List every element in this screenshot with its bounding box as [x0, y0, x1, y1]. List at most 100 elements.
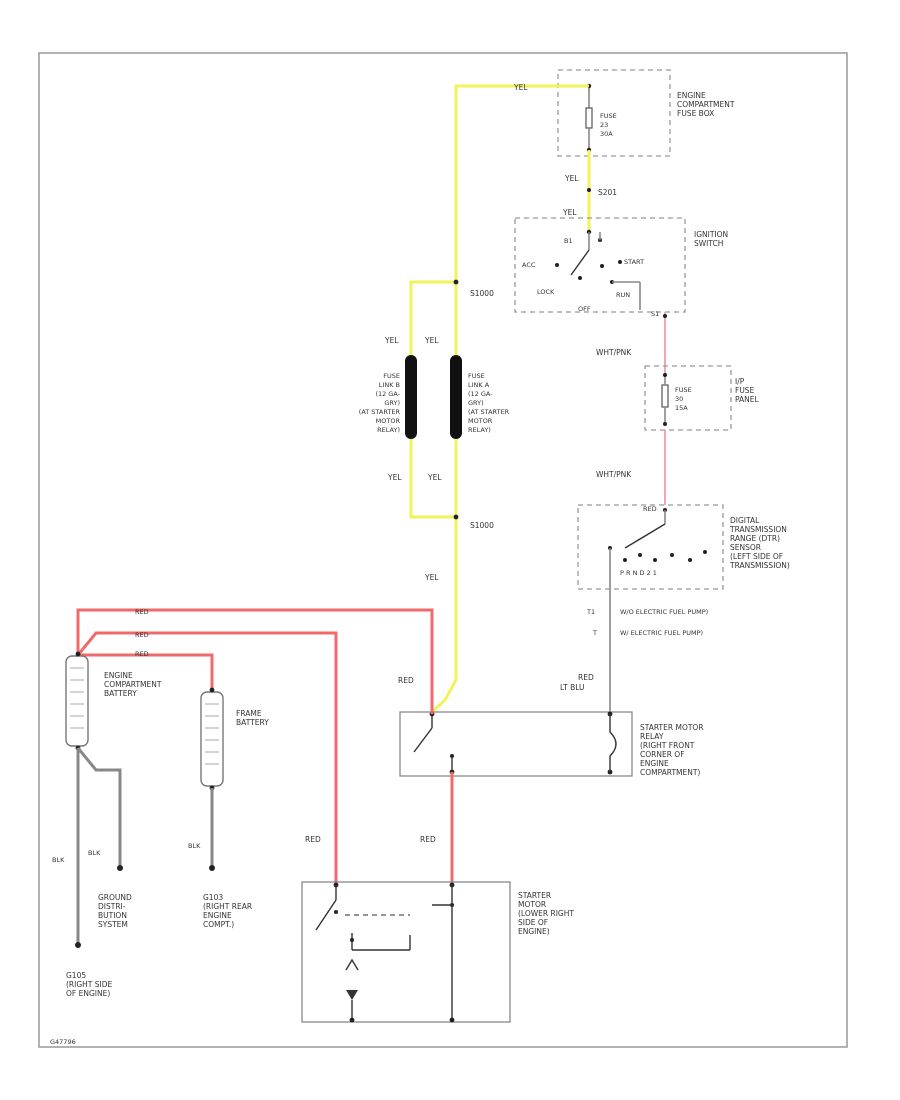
ign-acc-label: ACC — [522, 261, 536, 269]
engine-batt-2: BATTERY — [104, 689, 137, 698]
ign-start-label: START — [624, 258, 644, 266]
fuse-link-a-4: (AT STARTER — [468, 408, 510, 416]
red-wire-battery-to-starter — [76, 631, 338, 885]
red-mid-label: RED — [420, 835, 436, 844]
ign-lock-label: LOCK — [537, 288, 555, 296]
frame-batt-0: FRAME — [236, 709, 262, 718]
fuse-box-title-2: FUSE BOX — [677, 109, 714, 118]
red-lt-blu-1: LT BLU — [560, 683, 585, 692]
fuel-pump-note-1: W/O ELECTRIC FUEL PUMP) — [620, 608, 708, 616]
ground-dist-0: GROUND — [98, 893, 132, 902]
frame-batt-1: BATTERY — [236, 718, 269, 727]
dtr-title-3: SENSOR — [730, 543, 761, 552]
yel-b-label: YEL — [562, 208, 577, 217]
yel-fl1-label: YEL — [384, 336, 399, 345]
fuel-pump-note-2: W/ ELECTRIC FUEL PUMP) — [620, 629, 703, 637]
g105-2: OF ENGINE) — [66, 989, 110, 998]
dtr-title-0: DIGITAL — [730, 516, 760, 525]
g103-0: G103 — [203, 893, 223, 902]
fuse-link-a-5: MOTOR — [468, 417, 493, 425]
ip-fuse-title-2: PANEL — [735, 395, 760, 404]
yel-fl3-label: YEL — [387, 473, 402, 482]
yel-fl2-label: YEL — [424, 336, 439, 345]
starter-title-3: SIDE OF — [518, 918, 548, 927]
s1000-bottom-label: S1000 — [470, 521, 494, 530]
ign-off-label: OFF — [578, 305, 591, 313]
fuse-link-b-1: LINK B — [379, 381, 400, 389]
fuse-link-b-6: RELAY) — [377, 426, 400, 434]
g103-3: COMPT.) — [203, 920, 234, 929]
starter-relay-title-4: ENGINE — [640, 759, 669, 768]
starter-relay-title-5: COMPARTMENT) — [640, 768, 700, 777]
starter-relay-title-2: (RIGHT FRONT — [640, 741, 695, 750]
diagram-id: G47796 — [50, 1038, 76, 1046]
fuse-30-label-1: 30 — [675, 395, 683, 403]
fuse-link-a-3: GRY) — [468, 399, 484, 407]
ip-fuse-title-0: I/P — [735, 377, 745, 386]
fuse-link-b-3: GRY) — [384, 399, 400, 407]
yellow-main-wire — [430, 84, 589, 714]
ground-dist-1: DISTRI- — [98, 902, 126, 911]
g105-0: G105 — [66, 971, 86, 980]
fuse-link-b-body — [405, 355, 417, 439]
fuse-link-a-0: FUSE — [468, 372, 485, 380]
dtr-red-label: RED — [643, 505, 657, 513]
blk-3-label: BLK — [188, 842, 201, 850]
fuse-link-b-0: FUSE — [383, 372, 400, 380]
fuse-23-label-0: FUSE — [600, 112, 617, 120]
diagram-border — [38, 52, 848, 1048]
dtr-title-5: TRANSMISSION) — [729, 561, 790, 570]
red-lt-blu-0: RED — [578, 673, 594, 682]
svg-text:P R N D 2 1: P R N D 2 1 — [620, 569, 657, 577]
red-3-label: RED — [135, 650, 149, 658]
starter-relay-title-0: STARTER MOTOR — [640, 723, 704, 732]
fuse-link-b-2: (12 GA- — [375, 390, 400, 398]
fuel-pump-mark-2: T — [592, 629, 597, 637]
engine-batt-0: ENGINE — [104, 671, 133, 680]
starter-relay-title-1: RELAY — [640, 732, 664, 741]
fuse-box-title-1: COMPARTMENT — [677, 100, 735, 109]
yel-top-label: YEL — [513, 83, 528, 92]
fuse-link-a-6: RELAY) — [468, 426, 491, 434]
red-wire-battery-to-relay — [76, 608, 434, 714]
ign-run-label: RUN — [616, 291, 630, 299]
blk-2-label: BLK — [88, 849, 101, 857]
ip-fuse-title-1: FUSE — [735, 386, 755, 395]
fuse-30-label-2: 15A — [675, 404, 688, 412]
ignition-title-1: SWITCH — [694, 239, 723, 248]
ign-b1-label: B1 — [564, 237, 573, 245]
fuse-box-title-0: ENGINE — [677, 91, 706, 100]
starter-relay-title-3: CORNER OF — [640, 750, 685, 759]
red-2-label: RED — [135, 631, 149, 639]
fuel-pump-mark-1: T1 — [586, 608, 595, 616]
ignition-title-0: IGNITION — [694, 230, 728, 239]
red-wire-battery-to-frame — [78, 653, 214, 690]
fuse-link-b-4: (AT STARTER — [359, 408, 401, 416]
starter-title-2: (LOWER RIGHT — [518, 909, 574, 918]
fuse-link-a-1: LINK A — [468, 381, 490, 389]
blk-1-label: BLK — [52, 856, 65, 864]
black-wire-battery-to-ground-dist — [76, 747, 122, 868]
engine-batt-1: COMPARTMENT — [104, 680, 162, 689]
